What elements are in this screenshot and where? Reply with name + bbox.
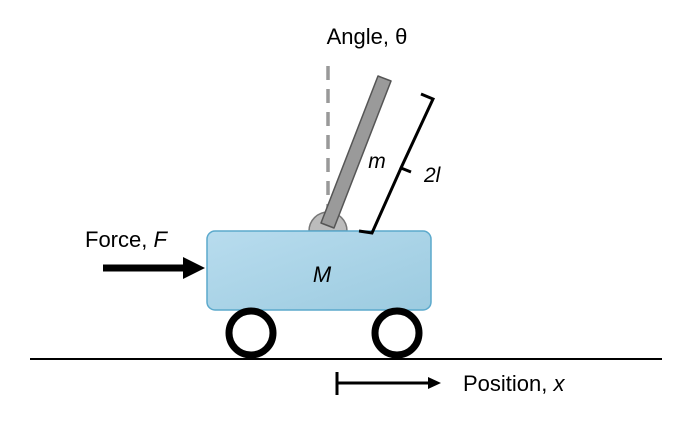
angle-label: Angle, θ — [327, 24, 408, 49]
pole — [320, 75, 392, 229]
cart-mass-label: M — [313, 262, 332, 287]
right-wheel — [371, 307, 423, 359]
position-arrow-head — [428, 377, 441, 389]
length-label: 2l — [423, 164, 442, 187]
pole-mass-label: m — [368, 150, 386, 173]
position-label-prefix: Position, — [463, 371, 554, 396]
left-wheel — [225, 307, 277, 359]
position-label-symbol: x — [553, 371, 566, 396]
force-label-symbol: F — [153, 227, 168, 252]
force-arrow-head — [183, 257, 205, 279]
cart-body — [206, 230, 432, 311]
position-label: Position, x — [463, 371, 566, 396]
force-label-prefix: Force, — [85, 227, 153, 252]
force-label: Force, F — [85, 227, 168, 252]
length-bracket — [358, 92, 436, 235]
